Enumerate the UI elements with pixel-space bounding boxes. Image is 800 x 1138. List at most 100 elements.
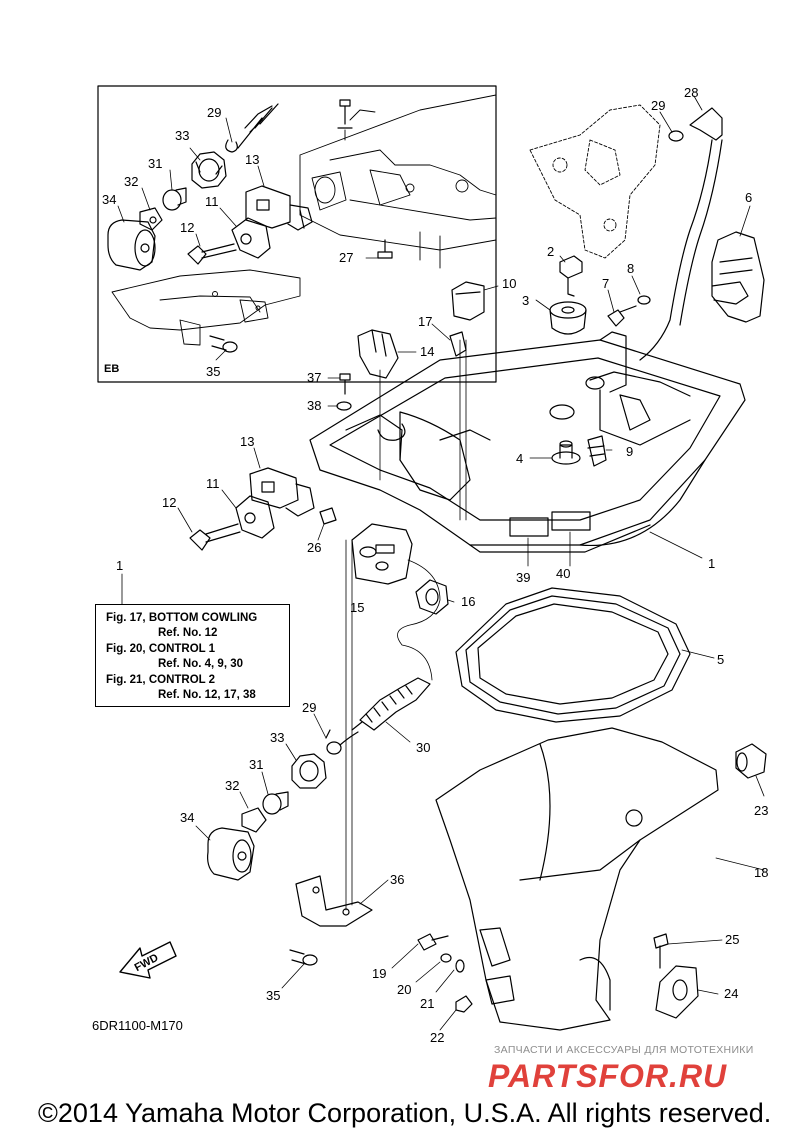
engine-bracket — [529, 104, 661, 259]
part-36-bracket — [295, 875, 373, 927]
callout-4: 4 — [516, 451, 523, 466]
note-line-6: Ref. No. 12, 17, 38 — [158, 689, 256, 702]
watermark-tagline: ЗАПЧАСТИ И АКСЕССУАРЫ ДЛЯ МОТОТЕХНИКИ — [494, 1044, 754, 1056]
part-5-seal — [455, 587, 691, 723]
part-3-grommet — [549, 301, 587, 335]
part-11-plate — [235, 495, 275, 539]
part-4-pin — [551, 440, 581, 465]
part-34-knob — [207, 827, 255, 881]
part-28-hose — [639, 107, 723, 361]
inset-part-29-spring — [225, 103, 279, 153]
part-35-bolt — [289, 949, 318, 966]
part-38-washer — [336, 401, 352, 411]
part-15-switch — [351, 523, 413, 585]
callout-40: 40 — [556, 566, 570, 581]
callout-18: 18 — [754, 865, 768, 880]
part-18-lower-casing — [435, 727, 719, 1031]
part-19-bolt — [417, 933, 449, 951]
callout-inset-35: 35 — [206, 364, 220, 379]
note-line-4: Ref. No. 4, 9, 30 — [158, 658, 244, 671]
callout-6: 6 — [745, 190, 752, 205]
callout-33-lower: 33 — [270, 730, 284, 745]
part-32-clip — [241, 807, 267, 833]
part-30-cable — [339, 677, 431, 746]
part-7-screw — [607, 305, 637, 327]
part-29-clip-upper — [668, 130, 684, 142]
part-14-clip — [357, 329, 399, 379]
callout-29: 29 — [651, 98, 665, 113]
part-9-fitting — [587, 435, 607, 467]
inset-top-bolt — [337, 99, 353, 129]
part-13-bracket — [249, 467, 315, 517]
callout-34-lower: 34 — [180, 810, 194, 825]
callout-inset-11: 11 — [205, 194, 219, 209]
callout-24: 24 — [724, 986, 738, 1001]
part-1-bottom-cowling — [309, 331, 746, 553]
fwd-arrow — [119, 941, 177, 979]
callout-20: 20 — [397, 982, 411, 997]
callout-12: 12 — [162, 495, 176, 510]
callout-15: 15 — [350, 600, 364, 615]
callout-inset-32: 32 — [124, 174, 138, 189]
callout-16: 16 — [461, 594, 475, 609]
note-line-3: Fig. 20, CONTROL 1 — [106, 642, 216, 655]
callout-19: 19 — [372, 966, 386, 981]
callout-1-cowling: 1 — [708, 556, 715, 571]
inset-part-34-knob — [107, 219, 156, 271]
note-line-1: Fig. 17, BOTTOM COWLING — [106, 612, 258, 624]
leader-lines — [117, 95, 765, 1031]
callout-10: 10 — [502, 276, 516, 291]
callout-14: 14 — [420, 344, 434, 359]
callout-32-lower: 32 — [225, 778, 239, 793]
callout-7: 7 — [602, 276, 609, 291]
callout-29-lower: 29 — [302, 700, 316, 715]
callout-23: 23 — [754, 803, 768, 818]
part-25-screw — [653, 933, 669, 969]
callout-9: 9 — [626, 444, 633, 459]
note-line-2: Ref. No. 12 — [158, 627, 218, 640]
callout-5: 5 — [717, 652, 724, 667]
callout-inset-34: 34 — [102, 192, 116, 207]
callout-17: 17 — [418, 314, 432, 329]
inset-part-11-plate — [231, 217, 271, 259]
part-10-cap — [451, 281, 485, 321]
callout-inset-12: 12 — [180, 220, 194, 235]
part-26-seal — [319, 507, 337, 525]
note-line-5: Fig. 21, CONTROL 2 — [106, 673, 216, 686]
callout-2: 2 — [547, 244, 554, 259]
part-23-grommet — [735, 743, 767, 779]
inset-frame — [97, 85, 497, 383]
callout-inset-31: 31 — [148, 156, 162, 171]
inset-part-12-bolt — [187, 243, 237, 265]
callout-25: 25 — [725, 932, 739, 947]
callout-22: 22 — [430, 1030, 444, 1045]
inset-part-35-bolt — [209, 335, 238, 353]
inset-cowling-fragment — [299, 94, 497, 269]
part-21-washer — [455, 959, 465, 973]
callout-21: 21 — [420, 996, 434, 1011]
callout-39: 39 — [516, 570, 530, 585]
watermark-brand: PARTSFOR.RU — [488, 1058, 728, 1094]
callout-inset-29: 29 — [207, 105, 221, 120]
part-20-washer — [440, 953, 452, 963]
callout-inset-33: 33 — [175, 128, 189, 143]
part-12-bolt — [189, 523, 241, 551]
callout-30: 30 — [416, 740, 430, 755]
inset-variant-tag: EB — [104, 363, 120, 375]
part-24-bracket — [655, 965, 699, 1019]
callout-11: 11 — [206, 476, 220, 491]
callout-labels: 29 33 31 13 32 11 34 12 27 35 28 29 6 2 … — [102, 85, 768, 1045]
callout-1-note: 1 — [116, 558, 123, 573]
wiring-lines — [345, 339, 467, 911]
callout-inset-27: 27 — [339, 250, 353, 265]
callout-28: 28 — [684, 85, 698, 100]
callout-36: 36 — [390, 872, 404, 887]
inset-part-27-screw — [377, 239, 393, 259]
inset-part-33-nut — [191, 151, 227, 189]
callout-31-lower: 31 — [249, 757, 263, 772]
callout-37: 37 — [307, 370, 321, 385]
callout-3: 3 — [522, 293, 529, 308]
inset-part-32-clip — [139, 207, 163, 231]
callout-8: 8 — [627, 261, 634, 276]
